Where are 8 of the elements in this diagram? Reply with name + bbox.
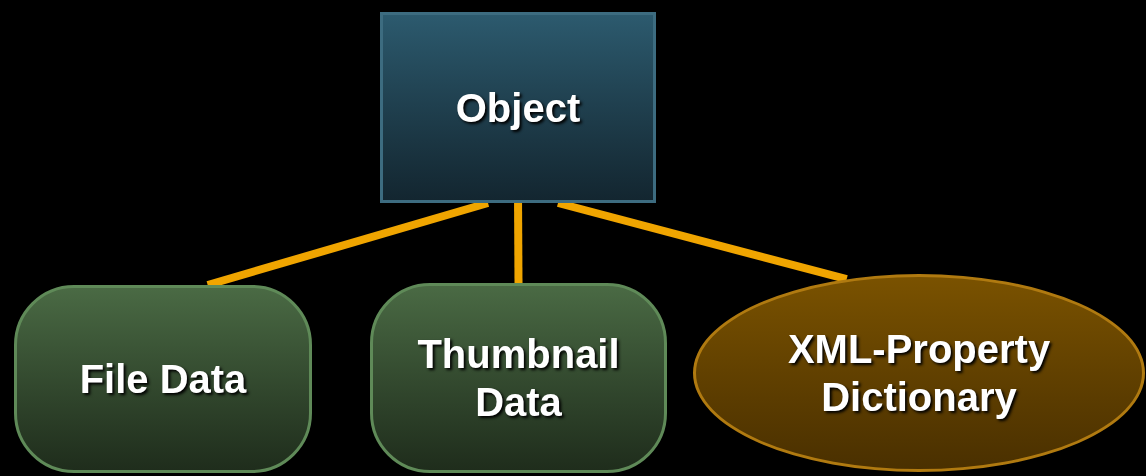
rounded-box	[370, 283, 667, 473]
connector-line	[514, 202, 523, 284]
rounded-box	[14, 285, 312, 473]
object-box	[380, 12, 656, 203]
node-label: Thumbnail Data	[416, 331, 621, 426]
node-label: Object	[454, 84, 582, 132]
node-label: XML-Property Dictionary	[786, 326, 1052, 421]
node-label: File Data	[78, 356, 248, 403]
